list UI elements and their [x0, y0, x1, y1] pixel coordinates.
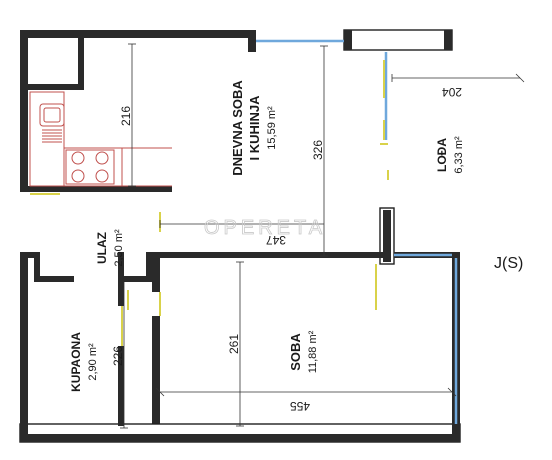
room-lodja: LOĐA 6,33 m² [435, 136, 465, 174]
dimension-261: 261 [227, 334, 241, 354]
wall-soba-left-lower [152, 316, 160, 426]
room-area: 2,50 m² [113, 229, 125, 267]
room-area: 15,59 m² [266, 106, 278, 150]
wall-kitchen-bottom [20, 186, 172, 192]
room-area: 2,90 m² [87, 343, 99, 381]
wall-top-stub [248, 30, 256, 52]
cooktop-icon [65, 149, 115, 185]
room-area: 6,33 m² [453, 136, 465, 174]
doors [30, 60, 389, 346]
wall-kitchen-inner [78, 38, 84, 90]
wall-top-right [343, 29, 453, 51]
room-kupaona: KUPAONA 2,90 m² [69, 332, 99, 392]
dimension-347: 347 [266, 233, 286, 247]
wall-left-upper [20, 30, 28, 190]
sink-icon [39, 103, 65, 127]
wall-soba-top [158, 252, 388, 258]
wall-kitchen-ledge [28, 84, 84, 90]
unit-label: J(S) [494, 255, 523, 272]
room-name: KUPAONA [69, 332, 83, 392]
room-name-line2: I KUHINJA [247, 95, 262, 161]
room-name: DNEVNA SOBA [230, 80, 245, 176]
windows [256, 39, 458, 424]
dimension-lines [120, 43, 525, 429]
dimension-455: 455 [290, 399, 310, 413]
room-soba: SOBA 11,88 m² [288, 330, 319, 373]
room-name: SOBA [288, 333, 303, 371]
dimension-216: 216 [119, 106, 133, 126]
room-name: LOĐA [435, 138, 449, 172]
room-dnevna-soba: DNEVNA SOBA I KUHINJA 15,59 m² [230, 80, 278, 176]
sink-drainboard [42, 129, 62, 143]
wall-soba-left-upper [152, 252, 160, 292]
room-name: ULAZ [95, 232, 109, 264]
wall-left-lower [20, 252, 28, 442]
wall-bath-top [34, 276, 74, 282]
dimension-226: 226 [111, 346, 125, 366]
room-area: 11,88 m² [307, 330, 319, 373]
kitchen-counter [29, 91, 65, 187]
dimension-204: 204 [442, 85, 462, 99]
dimension-326: 326 [311, 140, 325, 160]
room-ulaz: ULAZ 2,50 m² [95, 229, 125, 267]
wall-bath-right [118, 282, 124, 306]
kitchen-unit [29, 91, 172, 187]
wall-top-left [20, 30, 256, 38]
watermark-text: OPERETA [204, 217, 326, 239]
